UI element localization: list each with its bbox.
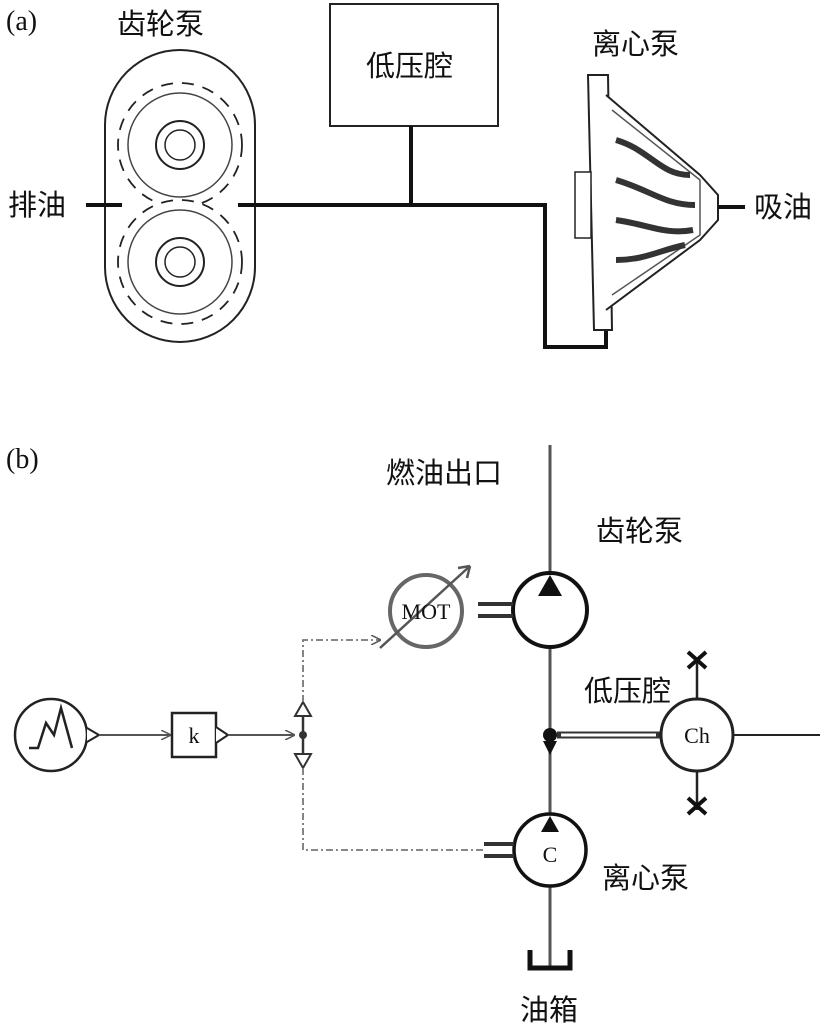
signal-source-symbol bbox=[13, 697, 101, 773]
motor-symbol-label: MOT bbox=[402, 599, 451, 624]
centrifugal-symbol-label: C bbox=[543, 842, 558, 867]
junction-node bbox=[543, 728, 557, 755]
upper-gear bbox=[117, 82, 243, 208]
control-line-motor bbox=[302, 640, 380, 702]
oil-tank-label: 油箱 bbox=[520, 993, 578, 1027]
gain-block-label: k bbox=[189, 723, 200, 748]
signal-splitter bbox=[293, 699, 313, 771]
motor-symbol: MOT bbox=[379, 564, 472, 649]
closed-end-icon-top bbox=[686, 650, 708, 670]
oil-tank-symbol bbox=[527, 950, 573, 971]
connecting-pipe bbox=[238, 203, 608, 349]
gear-pump-illustration bbox=[104, 49, 256, 343]
lower-gear bbox=[117, 199, 243, 325]
centrifugal-pump-label-b: 离心泵 bbox=[602, 861, 689, 895]
panel-a: (a) 齿轮泵 排油 低压腔 bbox=[6, 3, 812, 349]
centrifugal-pump-illustration bbox=[574, 74, 719, 331]
chamber-symbol: Ch bbox=[659, 650, 820, 816]
gain-block: k bbox=[170, 711, 230, 759]
closed-end-icon-bottom bbox=[686, 796, 708, 816]
centrifugal-pump-symbol: C bbox=[484, 812, 588, 888]
low-pressure-chamber-label-b: 低压腔 bbox=[584, 674, 671, 708]
centrifugal-pump-label-a: 离心泵 bbox=[592, 27, 679, 61]
control-line-centrifugal bbox=[302, 768, 484, 851]
low-pressure-chamber-box bbox=[329, 3, 499, 127]
suction-label: 吸油 bbox=[754, 190, 812, 224]
panel-a-tag: (a) bbox=[6, 6, 37, 37]
discharge-label: 排油 bbox=[8, 188, 66, 222]
chamber-symbol-label: Ch bbox=[684, 723, 710, 748]
low-pressure-chamber-label-a: 低压腔 bbox=[366, 49, 453, 83]
fuel-outlet-label: 燃油出口 bbox=[386, 456, 502, 490]
gear-pump-label-b: 齿轮泵 bbox=[596, 514, 683, 548]
gear-pump-label-a: 齿轮泵 bbox=[117, 7, 204, 41]
gear-pump-symbol bbox=[478, 571, 589, 649]
panel-b: (b) 燃油出口 齿轮泵 MOT k bbox=[6, 444, 820, 1027]
panel-b-tag: (b) bbox=[6, 444, 39, 475]
